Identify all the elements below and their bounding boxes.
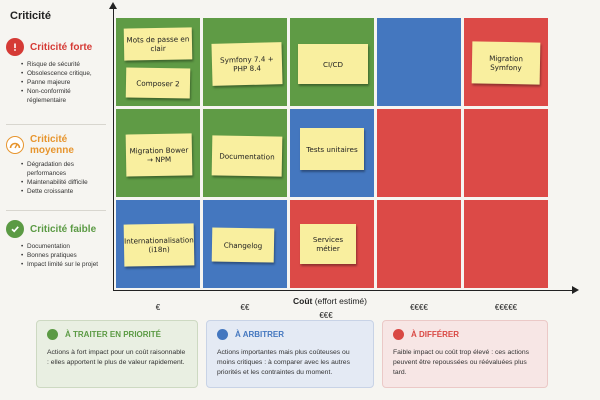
y-axis	[113, 6, 114, 290]
sticky-note[interactable]: Tests unitaires	[300, 128, 364, 170]
box-arbitrate-text: Actions importantes mais plus coûteuses …	[217, 349, 350, 376]
criticality-high: Criticité forte Risque de sécurité Obsol…	[6, 38, 110, 105]
criticality-high-item: Panne majeure	[21, 78, 110, 87]
criticality-medium-item: Dette croissante	[21, 187, 110, 196]
sticky-note[interactable]: CI/CD	[298, 44, 368, 84]
y-axis-arrow	[109, 2, 117, 9]
divider	[6, 210, 106, 211]
box-arbitrate-title: À ARBITRER	[235, 330, 285, 339]
sticky-note[interactable]: Composer 2	[125, 67, 191, 99]
criticality-medium-item: Dégradation des performances	[21, 160, 85, 178]
criticality-medium-item: Maintenabilité difficile	[21, 178, 110, 187]
x-axis-arrow	[572, 286, 579, 294]
sticky-note[interactable]: Changelog	[211, 227, 275, 263]
box-priority: À TRAITER EN PRIORITÉ Actions à fort imp…	[36, 320, 198, 388]
criticality-high-item: Risque de sécurité	[21, 60, 110, 69]
box-defer-text: Faible impact ou coût trop élevé : ces a…	[393, 349, 530, 376]
criticality-high-title: Criticité forte	[30, 41, 93, 53]
criticality-medium: Criticité moyenne Dégradation des perfor…	[6, 134, 110, 196]
matrix-cell	[377, 200, 461, 288]
warning-shield-icon	[6, 38, 24, 56]
sticky-note[interactable]: Mots de passe en clair	[123, 27, 193, 61]
matrix-cell	[377, 18, 461, 106]
sticky-note[interactable]: Symfony 7.4 + PHP 8.4	[211, 42, 283, 86]
blue-dot-icon	[217, 329, 228, 340]
matrix-cell	[464, 109, 548, 197]
x-axis-label-main: Coût	[292, 296, 313, 306]
check-circle-icon	[6, 220, 24, 238]
matrix-cell	[464, 200, 548, 288]
criticality-high-item: Non-conformité réglementaire	[21, 87, 99, 105]
x-tick: €€€	[319, 311, 333, 320]
box-defer: À DIFFÉRER Faible impact ou coût trop él…	[382, 320, 548, 388]
sticky-note[interactable]: Internationalisation (i18n)	[123, 223, 195, 267]
x-axis-label-sub: (effort estimé)	[314, 296, 367, 306]
criticality-low-item: Documentation	[21, 242, 110, 251]
criticality-low-item: Bonnes pratiques	[21, 251, 110, 260]
x-tick: €€€€	[410, 303, 428, 312]
criticality-legend-title: Criticité	[10, 10, 51, 22]
x-axis	[113, 290, 575, 291]
sticky-note[interactable]: Migration Bower → NPM	[125, 133, 193, 177]
box-defer-title: À DIFFÉRER	[411, 330, 459, 339]
criticality-high-item: Obsolescence critique,	[21, 69, 110, 78]
x-tick: €	[155, 303, 161, 312]
sticky-note[interactable]: Services métier	[300, 224, 356, 264]
x-axis-label: Coût (effort estimé)	[260, 296, 400, 306]
gauge-icon	[6, 136, 24, 154]
criticality-low-title: Criticité faible	[30, 223, 97, 235]
red-dot-icon	[393, 329, 404, 340]
box-priority-title: À TRAITER EN PRIORITÉ	[65, 330, 162, 339]
criticality-low-item: Impact limité sur le projet	[21, 260, 137, 269]
criticality-low: Criticité faible Documentation Bonnes pr…	[6, 220, 110, 269]
green-dot-icon	[47, 329, 58, 340]
x-tick: €€	[240, 303, 250, 312]
sticky-note[interactable]: Documentation	[211, 135, 283, 177]
sticky-note[interactable]: Migration Symfony	[471, 41, 541, 85]
box-arbitrate: À ARBITRER Actions importantes mais plus…	[206, 320, 374, 388]
box-priority-text: Actions à fort impact pour un coût raiso…	[47, 349, 186, 366]
x-tick: €€€€€	[494, 303, 518, 312]
divider	[6, 124, 106, 125]
matrix-cell	[377, 109, 461, 197]
criticality-medium-title: Criticité moyenne	[30, 134, 74, 156]
